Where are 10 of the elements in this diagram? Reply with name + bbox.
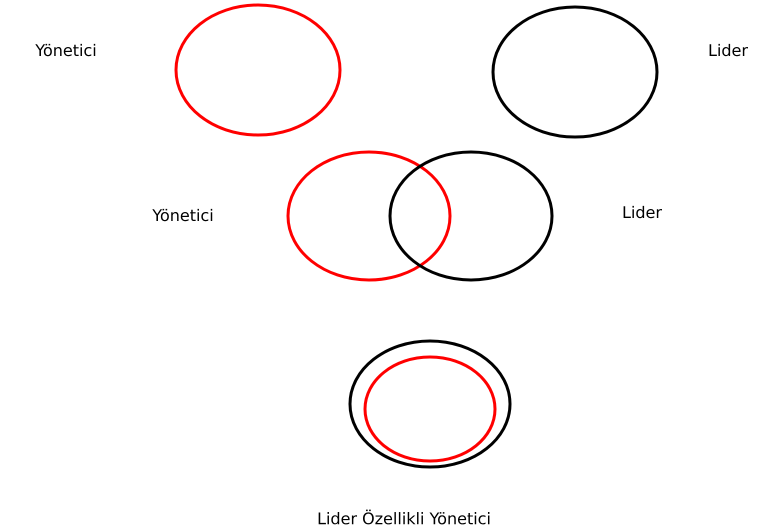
circle-label: Lider [624, 206, 662, 218]
circle-label: Lider [710, 44, 748, 56]
circle-outline [388, 150, 554, 282]
circle-outline [286, 150, 452, 282]
circle-outline [364, 356, 496, 462]
circle-label: Yönetici [152, 208, 212, 222]
circle-label: Lider Özellikli Yönetici [318, 510, 490, 524]
circle-outline [492, 6, 658, 138]
circle-label: Yönetici [35, 44, 96, 56]
circle-outline [174, 4, 342, 136]
